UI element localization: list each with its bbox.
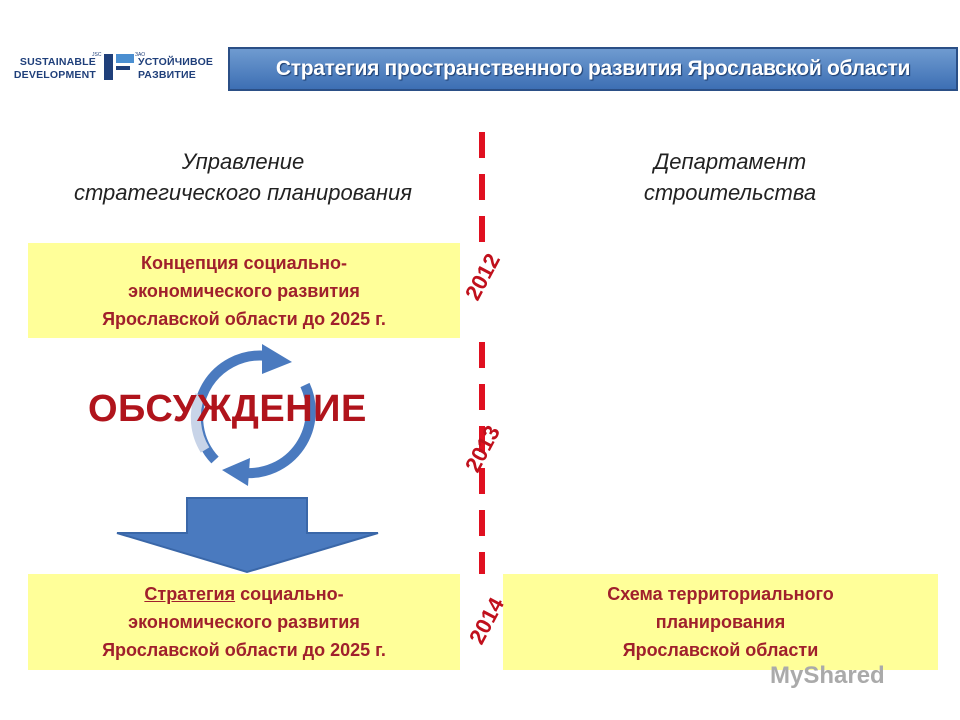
scheme-line1: Схема территориального <box>607 584 834 604</box>
logo-en-line1: SUSTAINABLE <box>19 56 96 68</box>
right-heading-line2: строительства <box>643 180 817 205</box>
concept-line3: Ярославской области до 2025 г. <box>102 308 386 329</box>
strategy-line1: Стратегия социально- <box>102 580 386 608</box>
logo-ru-line1: УСТОЙЧИВОЕ <box>138 56 214 68</box>
company-logo: JSC SUSTAINABLE DEVELOPMENT ЗАО УСТОЙЧИВ… <box>8 50 220 92</box>
strategy-line3: Ярославской области до 2025 г. <box>102 640 386 660</box>
strategy-line2: экономического развития <box>128 612 360 632</box>
logo-russian: УСТОЙЧИВОЕ РАЗВИТИЕ <box>138 56 213 82</box>
scheme-line3: Ярославской области <box>622 640 819 660</box>
strategy-line1-rest: социально- <box>235 584 344 604</box>
concept-box: Концепция социально- экономического разв… <box>28 243 460 338</box>
year-tag-2014 <box>440 574 520 670</box>
strategy-box: Стратегия социально- экономического разв… <box>28 574 460 670</box>
scheme-line2: планирования <box>655 612 786 632</box>
cycle-arrows-icon <box>190 344 316 486</box>
concept-line1: Концепция социально- <box>141 252 347 273</box>
right-heading-line1: Департамент <box>653 149 807 174</box>
down-arrow-icon <box>116 497 379 574</box>
concept-line2: экономического развития <box>128 280 360 301</box>
logo-en-line2: DEVELOPMENT <box>13 69 96 81</box>
title-bar: Стратегия пространственного развития Яро… <box>228 47 958 91</box>
logo-ru-line2: РАЗВИТИЕ <box>138 69 196 81</box>
logo-mark-icon <box>104 54 134 80</box>
logo-english: SUSTAINABLE DEVELOPMENT <box>12 56 96 82</box>
left-heading-line1: Управление <box>181 149 305 174</box>
watermark: MyShared <box>770 662 885 690</box>
right-column-heading: Департамент строительства <box>560 146 900 208</box>
page-title: Стратегия пространственного развития Яро… <box>275 57 911 80</box>
strategy-word: Стратегия <box>144 584 236 604</box>
logo-zao-tag: ЗАО <box>135 52 146 58</box>
watermark-text: MyShared <box>770 662 885 689</box>
discussion-label: ОБСУЖДЕНИЕ <box>88 388 367 430</box>
left-heading-line2: стратегического планирования <box>73 180 413 205</box>
scheme-box: Схема территориального планирования Ярос… <box>503 574 938 670</box>
left-column-heading: Управление стратегического планирования <box>20 146 466 208</box>
logo-jsc-tag: JSC <box>92 52 102 58</box>
